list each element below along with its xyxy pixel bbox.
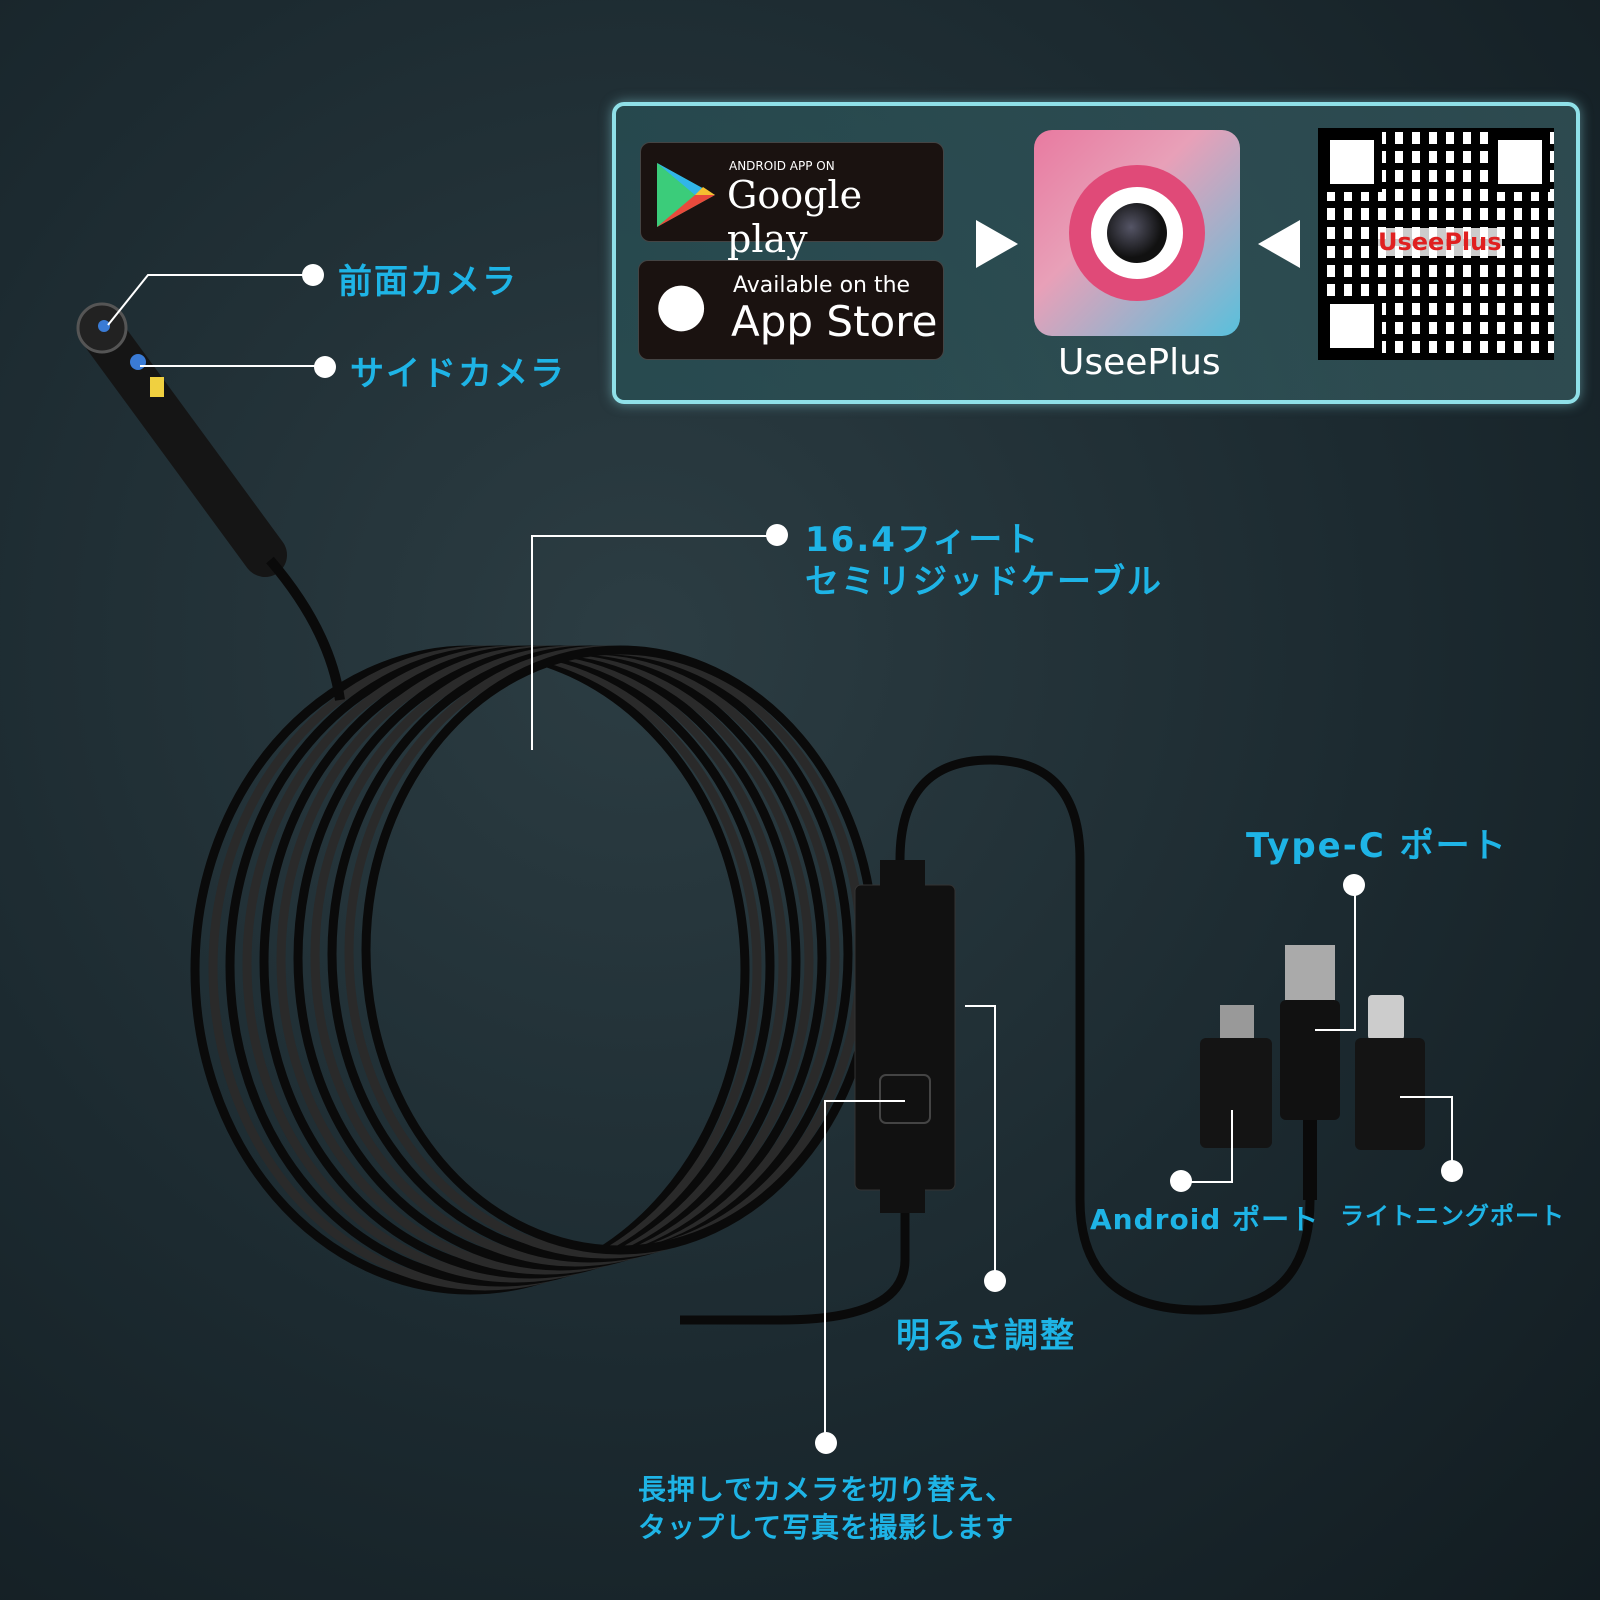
button-label-line2: タップして写真を撮影します xyxy=(638,1511,1015,1544)
qr-label: UseePlus xyxy=(1378,228,1502,256)
android-marker xyxy=(1170,1170,1192,1192)
app-store-big: App Store xyxy=(731,297,938,346)
side-camera-label: サイドカメラ xyxy=(350,354,566,394)
lightning-port-label: ライトニングポート xyxy=(1340,1202,1565,1230)
arrow-right-icon xyxy=(976,220,1018,268)
type-c-marker xyxy=(1343,874,1365,896)
google-play-icon xyxy=(657,163,715,227)
arrow-left-icon xyxy=(1258,220,1300,268)
android-port-label: Android ポート xyxy=(1090,1203,1320,1236)
google-play-small: ANDROID APP ON xyxy=(729,159,835,173)
probe-head xyxy=(76,302,345,701)
cable-label-line1: 16.4フィート xyxy=(805,520,1041,560)
cable-coil xyxy=(190,645,879,1295)
cable-marker xyxy=(766,524,788,546)
app-name: UseePlus xyxy=(1058,342,1221,383)
qr-code[interactable]: UseePlus xyxy=(1318,128,1554,360)
side-camera-marker xyxy=(314,356,336,378)
type-c-label: Type-C ポート xyxy=(1246,826,1508,866)
google-play-big: Google play xyxy=(727,173,863,261)
front-camera-label: 前面カメラ xyxy=(338,262,518,302)
useeplus-app-icon[interactable] xyxy=(1034,130,1240,336)
lightning-marker xyxy=(1441,1160,1463,1182)
apple-icon: ● xyxy=(655,269,708,339)
camera-lens-icon xyxy=(1107,203,1167,263)
app-store-small: Available on the xyxy=(733,273,911,298)
cable-label-line2: セミリジッドケーブル xyxy=(805,562,1163,602)
app-store-badge[interactable]: ● Available on the App Store xyxy=(638,260,944,360)
button-label-line1: 長押しでカメラを切り替え、 xyxy=(638,1473,1015,1506)
front-camera-marker xyxy=(302,264,324,286)
google-play-badge[interactable]: ANDROID APP ON Google play xyxy=(640,142,944,261)
brightness-label: 明るさ調整 xyxy=(896,1316,1076,1356)
button-marker xyxy=(815,1432,837,1454)
brightness-marker xyxy=(984,1270,1006,1292)
capture-button xyxy=(879,1074,931,1124)
control-box-and-cable xyxy=(680,755,1315,1325)
leader-lines xyxy=(107,274,1453,1442)
adapters xyxy=(1200,945,1425,1200)
